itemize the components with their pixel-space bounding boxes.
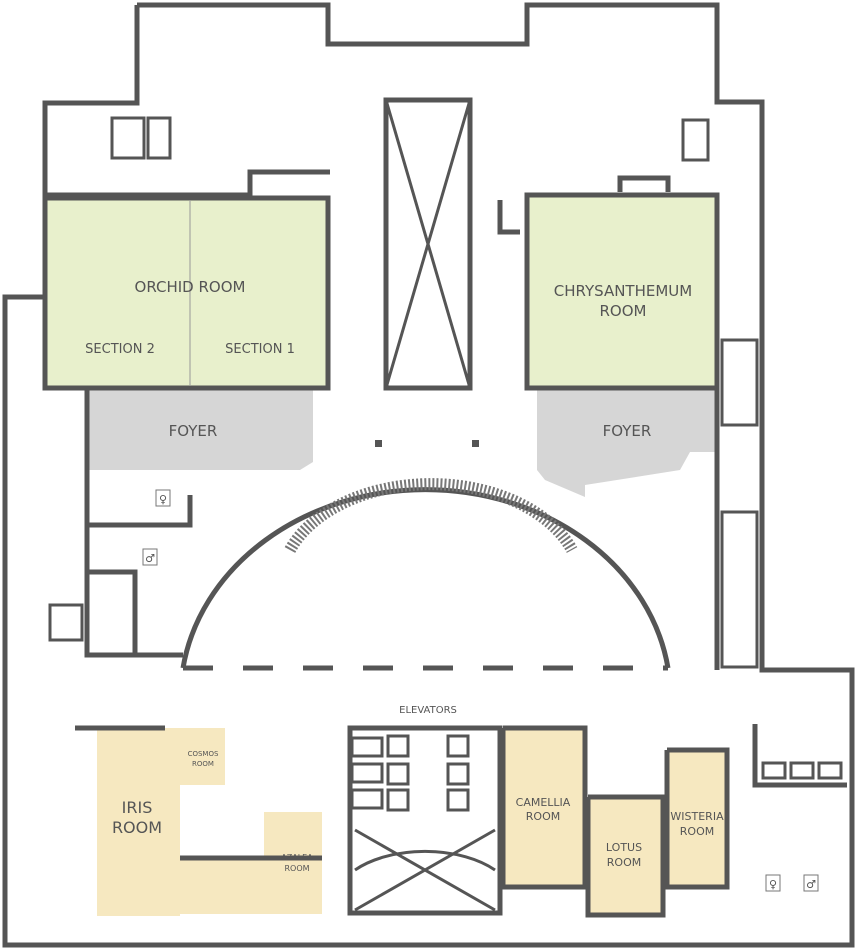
column	[472, 440, 479, 447]
lotus-label-line2: ROOM	[607, 856, 641, 869]
cosmos-label-line1: COSMOS	[188, 750, 219, 758]
camellia-room[interactable]	[503, 728, 585, 888]
lotus-room[interactable]	[588, 797, 663, 915]
restroom-icon[interactable]: ♂	[142, 548, 158, 566]
wisteria-walls	[664, 747, 730, 890]
chrysanthemum-walls	[524, 192, 720, 391]
atrium-void	[383, 97, 473, 391]
restroom-icon[interactable]: ♀	[765, 874, 781, 892]
camellia-label-line2: ROOM	[526, 810, 560, 823]
iris-label-line2: ROOM	[112, 818, 162, 837]
stairs-icon	[110, 116, 146, 160]
amphitheater-arc	[180, 487, 671, 669]
stairs-icon	[146, 116, 172, 160]
foyer-right[interactable]	[537, 390, 716, 497]
orchid-walls	[42, 195, 331, 391]
restroom-wall	[87, 495, 193, 528]
core-void	[354, 828, 496, 912]
elevator-icon	[350, 734, 843, 812]
svg-text:♂: ♂	[806, 878, 816, 891]
lotus-label-line1: LOTUS	[606, 841, 642, 854]
restroom-icon[interactable]: ♀	[155, 489, 171, 507]
service-wall	[45, 169, 330, 198]
escalator	[720, 510, 759, 669]
cosmos-room[interactable]	[180, 728, 225, 785]
lotus-walls	[585, 794, 666, 918]
restroom-icon[interactable]: ♂	[803, 874, 819, 892]
service-walls-east	[752, 724, 847, 788]
orchid-room-label: ORCHID ROOM	[135, 278, 246, 296]
column	[375, 440, 382, 447]
cosmos-label-line2: ROOM	[192, 760, 214, 768]
camellia-walls	[500, 725, 588, 890]
stairs-icon	[48, 603, 84, 642]
escalator	[720, 338, 759, 427]
svg-text:♀: ♀	[769, 878, 777, 891]
azalea-label-line2: ROOM	[284, 864, 309, 873]
foyer-left-label: FOYER	[169, 422, 218, 440]
wisteria-label-line2: ROOM	[680, 825, 714, 838]
chrysanthemum-label-line1: CHRYSANTHEMUM	[554, 282, 692, 300]
camellia-label-line1: CAMELLIA	[516, 796, 571, 809]
azalea-room[interactable]	[264, 812, 322, 912]
foyer-left[interactable]	[87, 390, 313, 470]
stairs-icon	[681, 118, 710, 162]
section-2-label: SECTION 2	[85, 342, 155, 357]
void-cross	[384, 99, 472, 389]
elevator-core	[347, 725, 503, 916]
west-wing-wall	[84, 390, 183, 658]
svg-text:♂: ♂	[145, 552, 155, 565]
wisteria-label-line1: WISTERIA	[670, 810, 724, 823]
service-wall	[497, 200, 520, 235]
elevators-label: ELEVATORS	[399, 705, 457, 716]
chrysanthemum-room[interactable]	[528, 195, 716, 387]
restroom-wall	[87, 569, 138, 655]
chrysanthemum-label-line2: ROOM	[600, 302, 647, 320]
orchid-room[interactable]	[47, 199, 327, 387]
seating-stairs	[284, 478, 578, 553]
svg-text:♀: ♀	[159, 493, 167, 506]
service-wall	[617, 175, 671, 192]
section-1-label: SECTION 1	[225, 342, 295, 357]
iris-room[interactable]	[97, 728, 180, 916]
wisteria-room[interactable]	[667, 750, 727, 887]
azalea-label-line1: AZALEA	[281, 853, 313, 862]
iris-label-line1: IRIS	[122, 798, 153, 817]
foyer-right-label: FOYER	[603, 422, 652, 440]
